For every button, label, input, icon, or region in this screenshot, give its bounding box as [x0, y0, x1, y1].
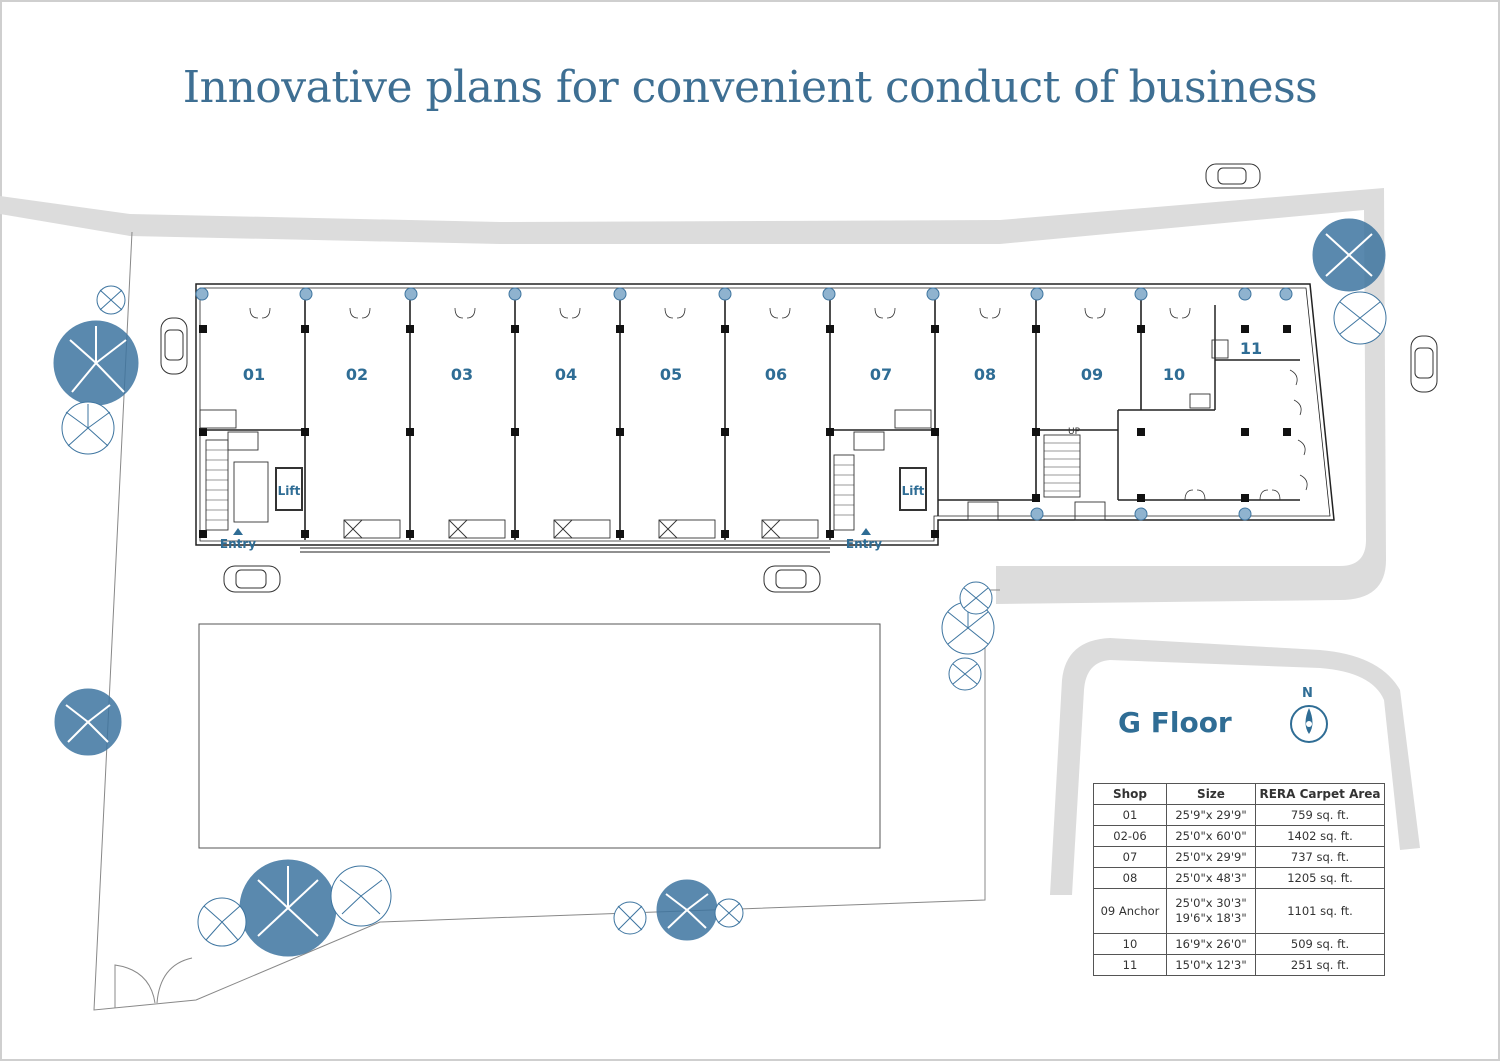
page-title: Innovative plans for convenient conduct … — [182, 62, 1318, 113]
shop-label-04: 04 — [555, 365, 577, 384]
area-cell: 251 sq. ft. — [1255, 954, 1385, 976]
size-cell: 25'0"x 29'9" — [1166, 846, 1256, 868]
tree-icon — [959, 581, 993, 615]
area-cell: 1101 sq. ft. — [1255, 888, 1385, 934]
tree-icon — [53, 320, 139, 406]
shop-cell: 01 — [1093, 804, 1167, 826]
tree-icon — [613, 901, 647, 935]
entry-label: Entry — [220, 537, 256, 551]
columns — [199, 325, 1291, 538]
tree-icon — [197, 897, 247, 947]
shop-label-09: 09 — [1081, 365, 1103, 384]
car-icons — [160, 163, 1438, 593]
shop-label-11: 11 — [1240, 339, 1262, 358]
column-header: RERA Carpet Area — [1255, 783, 1385, 805]
area-cell: 737 sq. ft. — [1255, 846, 1385, 868]
floor-label: G Floor — [1118, 706, 1232, 739]
main-road — [0, 188, 1386, 604]
shop-label-05: 05 — [660, 365, 682, 384]
shop-label-10: 10 — [1163, 365, 1185, 384]
door-swings — [249, 307, 1308, 501]
table-row: 11 15'0"x 12'3" 251 sq. ft. — [1093, 954, 1385, 976]
tree-icon — [656, 879, 718, 941]
table-row: 01 25'9"x 29'9" 759 sq. ft. — [1093, 804, 1385, 826]
shop-cell: 09 Anchor — [1093, 888, 1167, 934]
building — [195, 283, 1335, 553]
stairs-up-label: UP — [1068, 427, 1081, 437]
tree-icon — [941, 600, 995, 655]
size-cell: 15'0"x 12'3" — [1166, 954, 1256, 976]
column-header: Size — [1166, 783, 1256, 805]
size-cell: 16'9"x 26'0" — [1166, 933, 1256, 955]
car-icon — [1205, 163, 1261, 189]
shop-label-06: 06 — [765, 365, 787, 384]
shop-cell: 07 — [1093, 846, 1167, 868]
shop-label-03: 03 — [451, 365, 473, 384]
service-blocks — [199, 339, 1229, 539]
shop-cell: 08 — [1093, 867, 1167, 889]
table-row: 08 25'0"x 48'3" 1205 sq. ft. — [1093, 867, 1385, 889]
size-cell: 25'0"x 30'3"19'6"x 18'3" — [1166, 888, 1256, 934]
lift-label: Lift — [278, 484, 301, 498]
side-road — [1050, 638, 1420, 895]
table-row: 02-06 25'0"x 60'0" 1402 sq. ft. — [1093, 825, 1385, 847]
size-cell: 25'0"x 48'3" — [1166, 867, 1256, 889]
tree-icon — [1333, 291, 1387, 345]
table-row: 10 16'9"x 26'0" 509 sq. ft. — [1093, 933, 1385, 955]
table-header-row: Shop Size RERA Carpet Area — [1093, 783, 1385, 805]
size-line: 19'6"x 18'3" — [1175, 911, 1247, 925]
entry-label: Entry — [846, 537, 882, 551]
size-line: 25'0"x 30'3" — [1175, 896, 1247, 910]
area-cell: 759 sq. ft. — [1255, 804, 1385, 826]
shop-cell: 10 — [1093, 933, 1167, 955]
tree-icon — [54, 688, 122, 756]
north-label: N — [1302, 686, 1313, 701]
tree-icons — [53, 218, 1387, 957]
table-row: 09 Anchor 25'0"x 30'3"19'6"x 18'3" 1101 … — [1093, 888, 1385, 934]
car-icon — [1410, 335, 1438, 393]
tree-icon — [1312, 218, 1386, 292]
size-cell: 25'9"x 29'9" — [1166, 804, 1256, 826]
area-cell: 1205 sq. ft. — [1255, 867, 1385, 889]
parking-area — [198, 623, 881, 849]
shop-cell: 11 — [1093, 954, 1167, 976]
size-cell: 25'0"x 60'0" — [1166, 825, 1256, 847]
tree-icon — [61, 401, 115, 455]
column-header: Shop — [1093, 783, 1167, 805]
car-icon — [763, 565, 821, 593]
tree-icon — [330, 865, 392, 927]
car-icon — [160, 317, 188, 375]
site-boundary — [93, 231, 1000, 1011]
table-row: 07 25'0"x 29'9" 737 sq. ft. — [1093, 846, 1385, 868]
entry-arrows — [233, 528, 871, 535]
tree-icon — [948, 657, 982, 691]
shop-label-02: 02 — [346, 365, 368, 384]
shop-label-08: 08 — [974, 365, 996, 384]
shop-labels: 01 02 03 04 05 06 07 08 09 10 11 Lift Li… — [220, 339, 1262, 551]
roads — [0, 188, 1420, 895]
shop-label-01: 01 — [243, 365, 265, 384]
area-cell: 1402 sq. ft. — [1255, 825, 1385, 847]
shop-label-07: 07 — [870, 365, 892, 384]
area-table: Shop Size RERA Carpet Area 01 25'9"x 29'… — [1093, 783, 1385, 976]
tree-icon — [239, 859, 337, 957]
area-cell: 509 sq. ft. — [1255, 933, 1385, 955]
facade-markers — [195, 287, 1293, 521]
shop-cell: 02-06 — [1093, 825, 1167, 847]
tree-icon — [96, 285, 126, 315]
north-compass-icon — [1290, 705, 1328, 743]
car-icon — [223, 565, 281, 593]
tree-icon — [714, 898, 744, 928]
lift-label: Lift — [902, 484, 925, 498]
